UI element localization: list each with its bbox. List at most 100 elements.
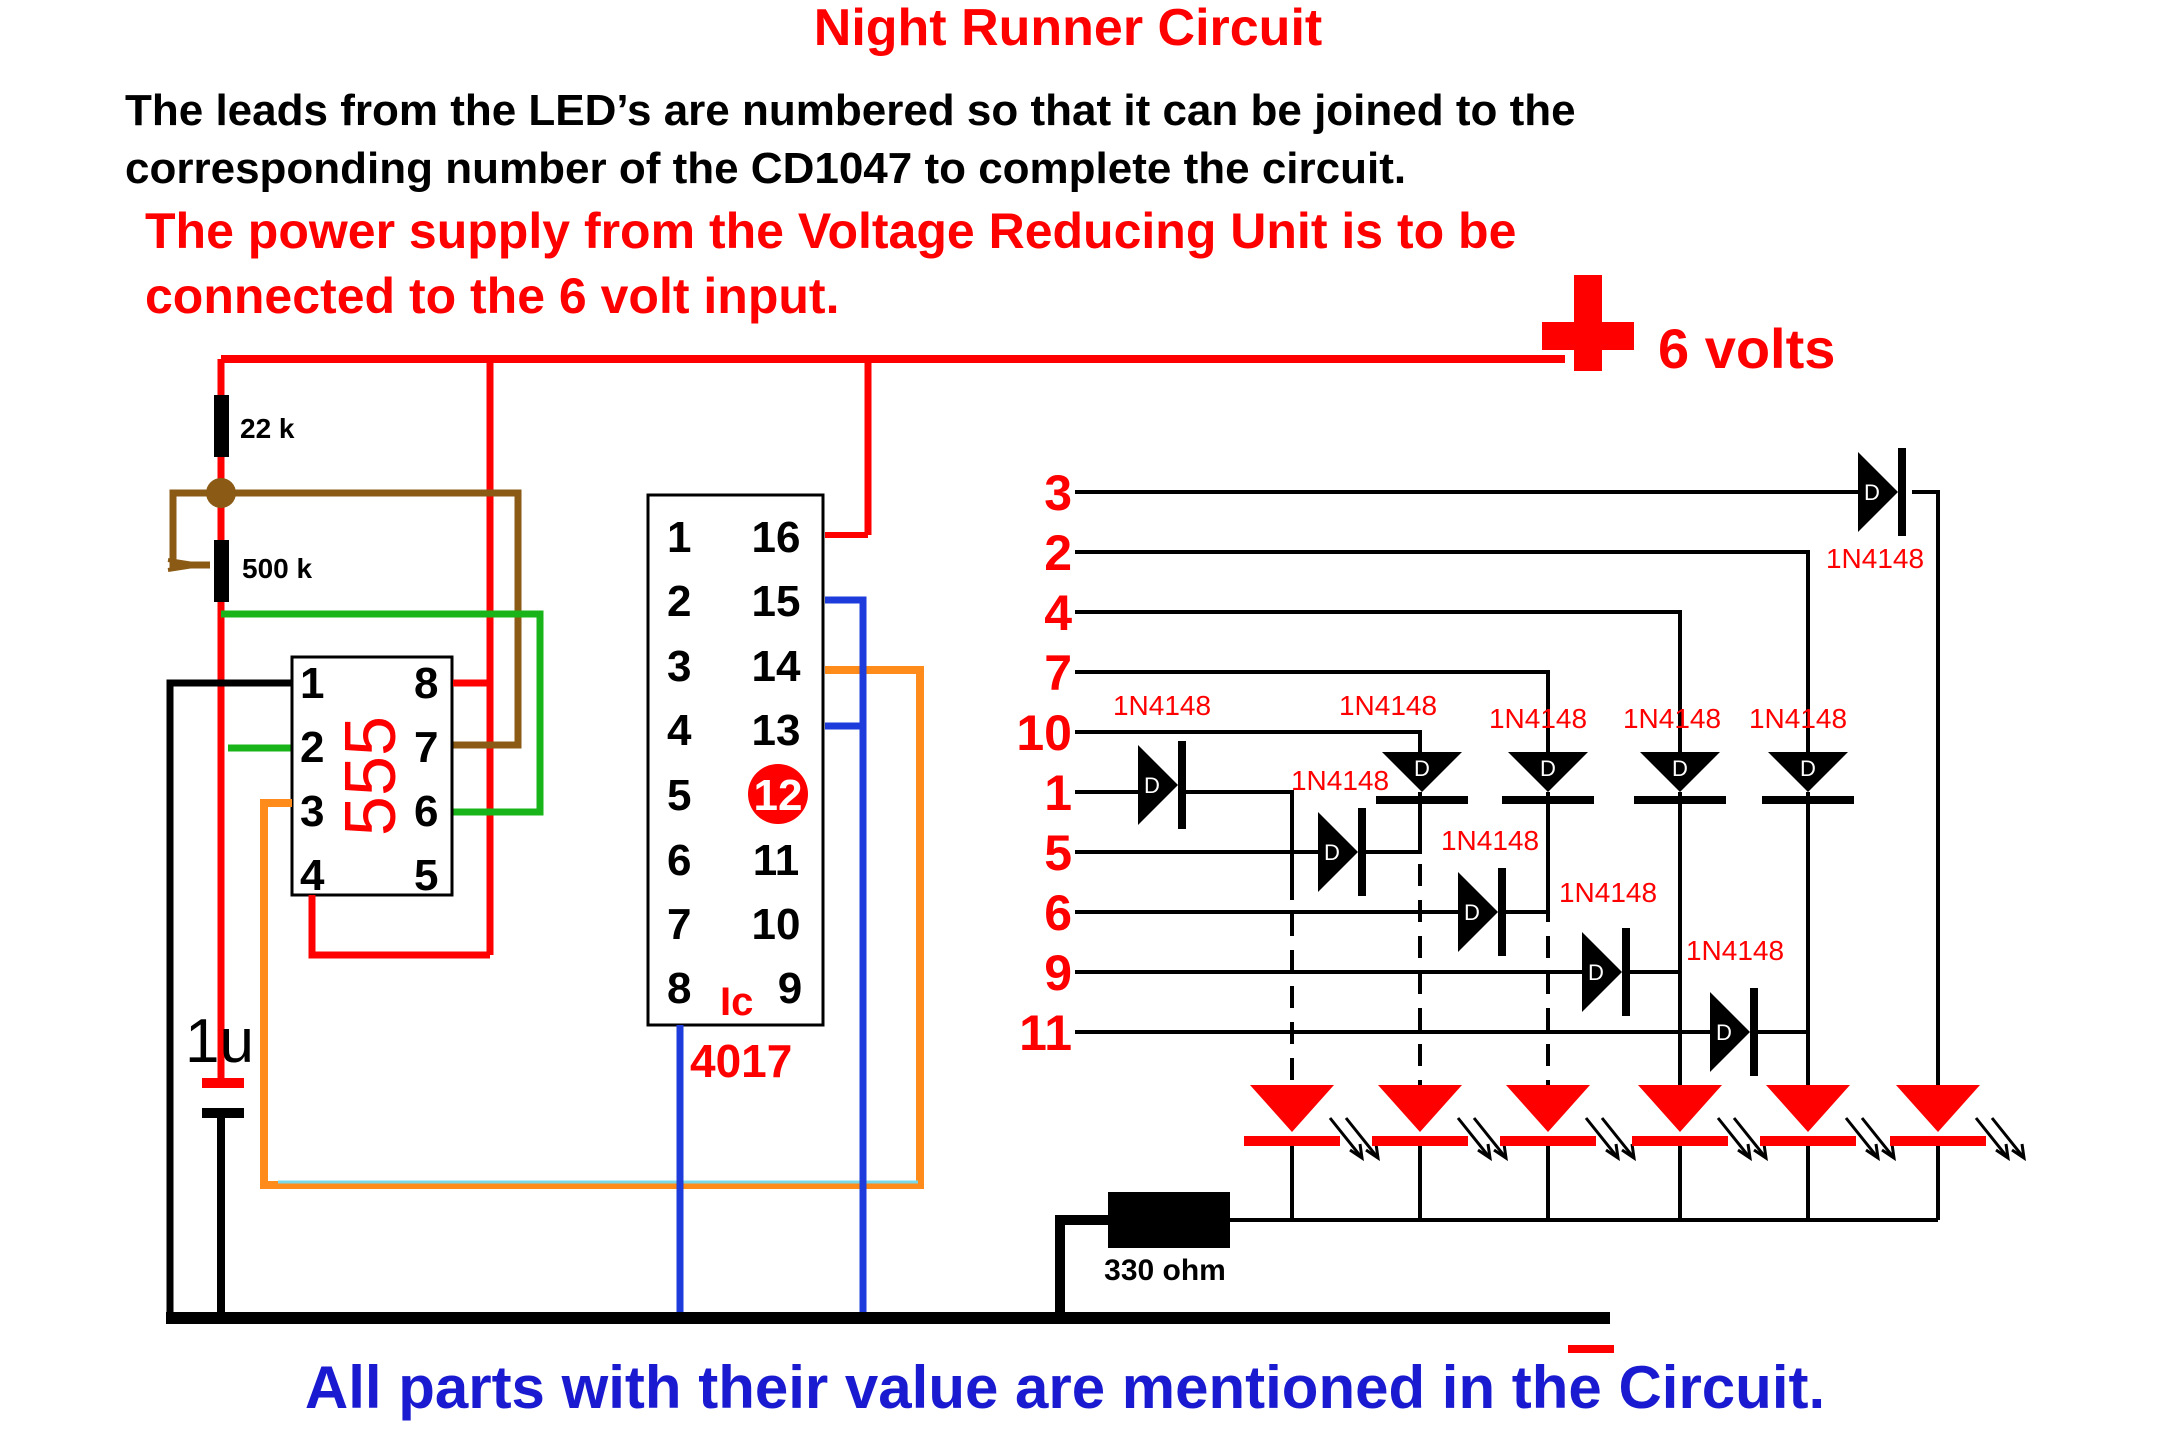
minus-icon	[1568, 1345, 1614, 1353]
lead-5: 5	[1044, 825, 1072, 881]
lead-2: 2	[1044, 525, 1072, 581]
resistor-330-lead	[1055, 1215, 1108, 1318]
footer-note: All parts with their value are mentioned…	[305, 1354, 1825, 1421]
ic-555-pin-6: 6	[414, 787, 438, 836]
ic-4017-pin-2: 2	[667, 577, 691, 626]
ic-4017	[646, 493, 825, 1027]
svg-text:D: D	[1144, 773, 1160, 798]
led-3	[1500, 1085, 1636, 1162]
led-5	[1760, 1085, 1896, 1162]
led-cathode-bus	[1230, 1146, 1940, 1222]
ic-4017-pin-11: 11	[753, 836, 800, 885]
ic-555-pin-1: 1	[300, 659, 324, 708]
diode-lead-5: D	[1318, 808, 1366, 896]
ic-4017-pin-6: 6	[667, 836, 691, 885]
lead-9: 9	[1044, 945, 1072, 1001]
led-row	[1244, 1085, 2026, 1162]
diode-lead-11: D	[1710, 988, 1758, 1076]
lead-11: 11	[1019, 1005, 1072, 1061]
ic-555-pins: 1 2 3 4 8 7 6 5	[300, 659, 438, 900]
resistor-330-label: 330 ohm	[1104, 1254, 1226, 1287]
ic-4017-pin-8: 8	[667, 964, 691, 1013]
resistor-22k-label: 22 k	[240, 413, 295, 444]
diode-label-lead-3: 1N4148	[1826, 543, 1924, 574]
power-note-line-1: The power supply from the Voltage Reduci…	[145, 203, 1516, 259]
led-2	[1372, 1085, 1508, 1162]
lead-4: 4	[1044, 585, 1072, 641]
supply-voltage-label: 6 volts	[1658, 317, 1835, 380]
ic-4017-label: 4017	[690, 1035, 792, 1087]
diode-label-lead-9: 1N4148	[1559, 877, 1657, 908]
diode-lead-4: D	[1502, 752, 1594, 804]
diagram-title: Night Runner Circuit	[814, 0, 1322, 57]
ic-4017-pin-14: 14	[752, 642, 801, 691]
brown-wire-pin7	[167, 489, 522, 749]
diode-label-lead-11: 1N4148	[1686, 935, 1784, 966]
ic-4017-pin-10: 10	[752, 900, 801, 949]
pin-12-highlight	[748, 764, 808, 824]
led-feed-wires	[1290, 490, 1940, 1085]
potentiometer-500k-label: 500 k	[242, 553, 312, 584]
resistor-22k	[214, 395, 229, 457]
svg-text:D: D	[1716, 1020, 1732, 1045]
ic-4017-left-pins: 1 2 3 4 5 6 7 8	[667, 513, 692, 1013]
diode-label-lead-2: 1N4148	[1623, 703, 1721, 734]
lead-6: 6	[1044, 885, 1072, 941]
ic-555-pin-7: 7	[414, 723, 438, 772]
resistor-330-ohm	[1108, 1192, 1230, 1248]
ic-555-pin-5: 5	[414, 851, 438, 900]
junction-dot	[206, 478, 236, 508]
plus-icon	[1542, 275, 1634, 371]
diode-lead-1: D	[1138, 741, 1186, 829]
diode-label-lead-1: 1N4148	[1113, 690, 1211, 721]
power-note-line-2: connected to the 6 volt input.	[145, 268, 839, 324]
capacitor-plate-top	[202, 1078, 244, 1088]
green-wire-pin2-6	[221, 610, 544, 816]
lead-10: 10	[1016, 705, 1072, 761]
wire-555-pin1-ground	[166, 679, 292, 1318]
ic-4017-right-pins: 16 15 14 13 12 11 10 9	[748, 513, 808, 1013]
diode-lead-10: D	[1762, 752, 1854, 804]
ic-4017-pin-15: 15	[752, 577, 801, 626]
svg-text:D: D	[1864, 480, 1880, 505]
diode-lead-2: D	[1634, 752, 1726, 804]
svg-text:D: D	[1540, 756, 1556, 781]
lead-numbers: 3 2 4 7 10 1 5 6 9 11	[1016, 465, 1072, 1061]
ic-555-pin-3: 3	[300, 787, 324, 836]
ic-4017-pin-12: 12	[754, 771, 803, 820]
potentiometer-500k	[214, 540, 229, 602]
ic-4017-pin-9: 9	[778, 964, 802, 1013]
ic-4017-pin-5: 5	[667, 771, 691, 820]
ic-555	[290, 655, 454, 897]
ic-4017-pin-16: 16	[752, 513, 801, 562]
note-line-2: corresponding number of the CD1047 to co…	[125, 144, 1406, 193]
ic-555-pin-8: 8	[414, 659, 438, 708]
capacitor-plate-bottom	[202, 1108, 244, 1118]
svg-text:D: D	[1464, 900, 1480, 925]
lead-3: 3	[1044, 465, 1072, 521]
diode-label-lead-4: 1N4148	[1489, 703, 1587, 734]
ic-4017-pin-1: 1	[667, 513, 691, 562]
lead-7: 7	[1044, 645, 1072, 701]
diode-label-lead-6: 1N4148	[1441, 825, 1539, 856]
lead-wires	[1075, 490, 1870, 1034]
diode-label-lead-7: 1N4148	[1339, 690, 1437, 721]
ic-4017-pin-4: 4	[667, 706, 692, 755]
svg-text:D: D	[1672, 756, 1688, 781]
ic-555-pin-4: 4	[300, 851, 325, 900]
ic-555-pin-2: 2	[300, 723, 324, 772]
ic-4017-pin-7: 7	[667, 900, 691, 949]
ic-4017-prefix: Ic	[720, 980, 753, 1024]
wire-555-pin3-clock	[260, 666, 924, 1189]
diode-lead-6: D	[1458, 868, 1506, 956]
lead-1: 1	[1044, 765, 1072, 821]
diode-lead-7: D	[1376, 752, 1468, 804]
ic-4017-pin-13: 13	[752, 706, 801, 755]
led-6	[1890, 1085, 2026, 1162]
note-line-1: The leads from the LED’s are numbered so…	[125, 86, 1576, 135]
diode-label-lead-10: 1N4148	[1749, 703, 1847, 734]
capacitor-label: 1u	[185, 1007, 254, 1076]
led-4	[1632, 1085, 1768, 1162]
svg-text:D: D	[1800, 756, 1816, 781]
